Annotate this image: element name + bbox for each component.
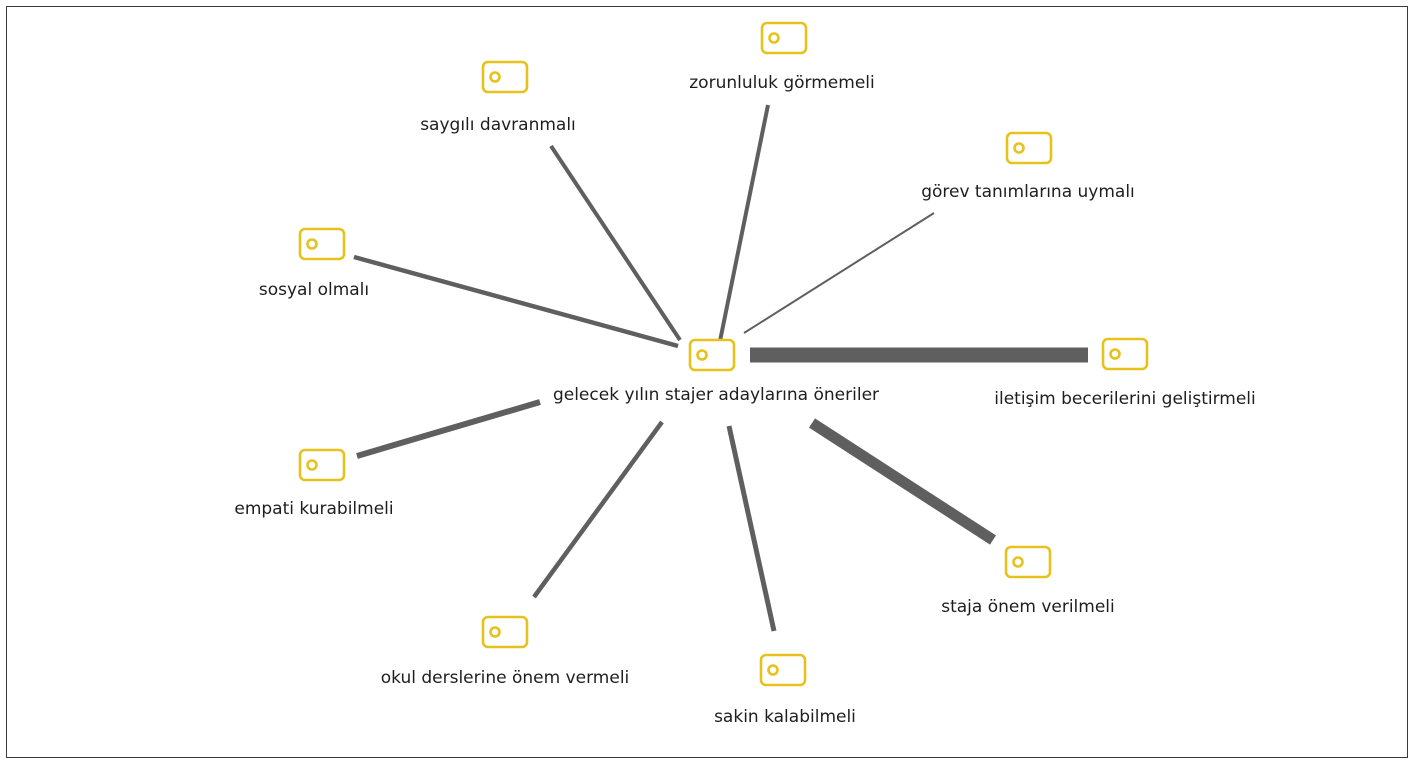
node-label-saygili: saygılı davranmalı — [420, 115, 576, 135]
edge-okul — [532, 420, 664, 599]
node-label-iletisim: iletişim becerilerini geliştirmeli — [994, 389, 1256, 409]
node-sakin[interactable]: sakin kalabilmeli — [714, 653, 856, 727]
node-label-okul: okul derslerine önem vermeli — [381, 668, 630, 688]
node-empati[interactable]: empati kurabilmeli — [234, 448, 394, 519]
nodes-layer: gelecek yılın stajer adaylarına öneriler… — [234, 21, 1256, 727]
edge-gorev — [743, 212, 935, 334]
node-label-sakin: sakin kalabilmeli — [714, 707, 856, 727]
code-tag-icon — [298, 448, 346, 482]
edge-staja — [809, 418, 996, 545]
node-label-staja: staja önem verilmeli — [941, 597, 1115, 617]
diagram-frame — [6, 6, 1408, 758]
code-tag-icon — [481, 615, 529, 649]
code-tag-icon — [1004, 545, 1052, 579]
code-tag-icon — [688, 338, 736, 372]
node-gorev[interactable]: görev tanımlarına uymalı — [921, 131, 1135, 202]
edge-sakin — [726, 425, 777, 632]
node-label-empati: empati kurabilmeli — [234, 499, 393, 519]
node-label-zorunluluk: zorunluluk görmemeli — [689, 73, 874, 93]
code-tag-icon — [760, 21, 808, 55]
node-iletisim[interactable]: iletişim becerilerini geliştirmeli — [994, 337, 1256, 409]
node-zorunluluk[interactable]: zorunluluk görmemeli — [689, 21, 875, 93]
node-label-gorev: görev tanımlarına uymalı — [921, 182, 1135, 202]
edges-layer — [353, 104, 1088, 632]
edge-sosyal — [353, 254, 679, 349]
code-tag-icon — [298, 227, 346, 261]
code-tag-icon — [759, 653, 807, 687]
node-center[interactable]: gelecek yılın stajer adaylarına öneriler — [553, 338, 879, 405]
code-tag-icon — [1005, 131, 1053, 165]
code-tag-icon — [1101, 337, 1149, 371]
node-sosyal[interactable]: sosyal olmalı — [259, 227, 369, 300]
edge-empati — [356, 399, 541, 459]
edge-saygili — [549, 144, 682, 342]
node-label-center: gelecek yılın stajer adaylarına öneriler — [553, 385, 879, 405]
code-tag-icon — [481, 60, 529, 94]
node-okul[interactable]: okul derslerine önem vermeli — [381, 615, 630, 688]
edge-zorunluluk — [718, 104, 770, 342]
node-label-sosyal: sosyal olmalı — [259, 280, 369, 300]
node-saygili[interactable]: saygılı davranmalı — [420, 60, 576, 135]
node-staja[interactable]: staja önem verilmeli — [941, 545, 1115, 617]
